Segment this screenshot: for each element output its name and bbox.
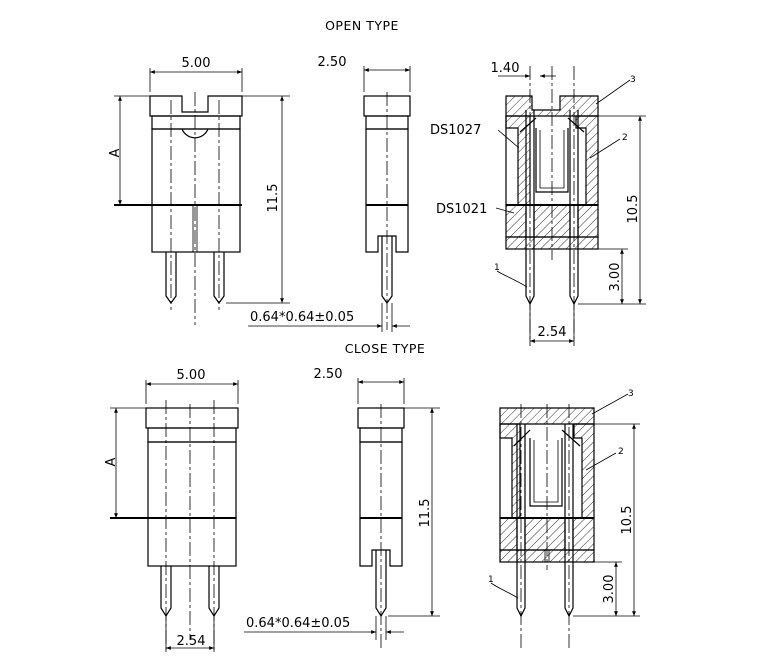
callout-ds1021: DS1021 xyxy=(436,202,487,217)
close-callout-1: 1 xyxy=(488,575,494,585)
open-side-width-dim: 2.50 xyxy=(318,55,347,70)
close-height-dim: 11.5 xyxy=(418,499,433,528)
close-side-width-dim: 2.50 xyxy=(314,367,343,382)
close-type-title: CLOSE TYPE xyxy=(345,341,426,356)
open-section-view: 1.40 10.5 3.00 2.54 DS1027 DS1021 3 2 1 xyxy=(430,61,646,346)
open-type-title: OPEN TYPE xyxy=(325,18,399,33)
close-front-pitch-dim: 2.54 xyxy=(177,634,206,649)
close-side-view: 2.50 11.5 0.64*0.64±0.05 xyxy=(244,367,440,650)
open-callout-1: 1 xyxy=(494,263,500,273)
close-front-view: 5.00 A 2.54 xyxy=(104,368,239,652)
open-section-pitch-dim: 1.40 xyxy=(491,61,520,76)
open-pin-size-dim: 0.64*0.64±0.05 xyxy=(250,310,354,325)
open-front-view: 5.00 A xyxy=(108,56,243,325)
open-body-height-dim: 10.5 xyxy=(626,195,641,224)
close-callout-3: 3 xyxy=(628,389,634,399)
close-body-height-dim: 10.5 xyxy=(620,506,635,535)
close-callout-2: 2 xyxy=(618,447,624,457)
open-front-width-dim: 5.00 xyxy=(182,56,211,71)
open-pin-length-dim: 3.00 xyxy=(608,263,623,292)
close-section-view: 10.5 3.00 3 2 1 xyxy=(488,389,640,650)
open-side-view: 2.50 11.5 0.64*0.64±0.05 xyxy=(226,55,411,332)
open-front-a-dim: A xyxy=(108,148,123,157)
close-front-a-dim: A xyxy=(104,457,119,466)
callout-ds1027: DS1027 xyxy=(430,123,481,138)
open-height-dim: 11.5 xyxy=(266,184,281,213)
close-pin-length-dim: 3.00 xyxy=(602,575,617,604)
close-front-width-dim: 5.00 xyxy=(177,368,206,383)
close-pin-size-dim: 0.64*0.64±0.05 xyxy=(246,616,350,631)
open-callout-2: 2 xyxy=(622,133,628,143)
open-section-pitch: 2.54 xyxy=(538,325,567,340)
open-callout-3: 3 xyxy=(630,75,636,85)
